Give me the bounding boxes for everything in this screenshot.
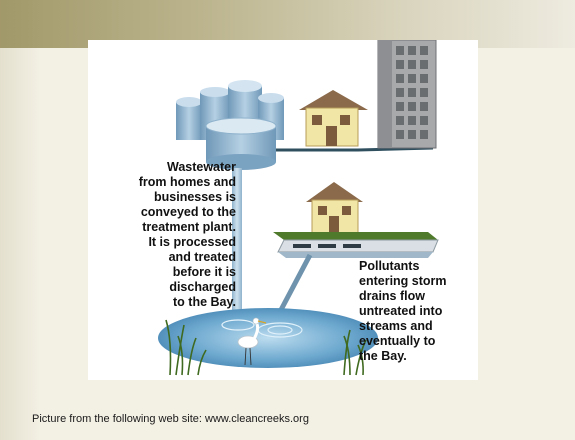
slide-left-shade [0, 0, 40, 440]
caption-line: Wastewater [166, 160, 236, 174]
caption-line: before it is [172, 265, 236, 279]
house-icon [299, 90, 368, 147]
treatment-plant-tanks-icon [176, 80, 284, 170]
caption-line: Pollutants [359, 259, 420, 273]
egret-icon [237, 317, 267, 366]
caption-line: It is processed [148, 235, 236, 249]
storm-drain-icon [273, 232, 439, 258]
caption-line: untreated into [359, 304, 443, 318]
caption-line: the Bay. [359, 349, 407, 363]
reeds-icon [165, 319, 367, 376]
picture-credit: Picture from the following web site: www… [32, 413, 309, 425]
office-building-icon [377, 40, 437, 149]
caption-line: eventually to [359, 334, 436, 348]
caption-line: to the Bay. [173, 295, 236, 309]
caption-line: streams and [359, 319, 433, 333]
caption-line: businesses is [154, 190, 236, 204]
caption-line: from homes and [138, 175, 236, 189]
caption-line: discharged [169, 280, 236, 294]
caption-line: drains flow [359, 289, 425, 303]
wastewater-caption: Wastewater from homes and businesses is … [88, 160, 236, 310]
pollutants-caption: Pollutants entering storm drains flow un… [359, 259, 478, 364]
watershed-diagram: Wastewater from homes and businesses is … [88, 40, 478, 380]
sewer-line [276, 146, 434, 152]
caption-line: conveyed to the [140, 205, 236, 219]
caption-line: entering storm [359, 274, 447, 288]
diagram-illustration [158, 40, 439, 376]
bay-water-icon [158, 308, 378, 368]
outfall-pipe [232, 168, 242, 320]
caption-line: treatment plant. [142, 220, 236, 234]
house-icon [306, 182, 363, 235]
caption-line: and treated [168, 250, 236, 264]
